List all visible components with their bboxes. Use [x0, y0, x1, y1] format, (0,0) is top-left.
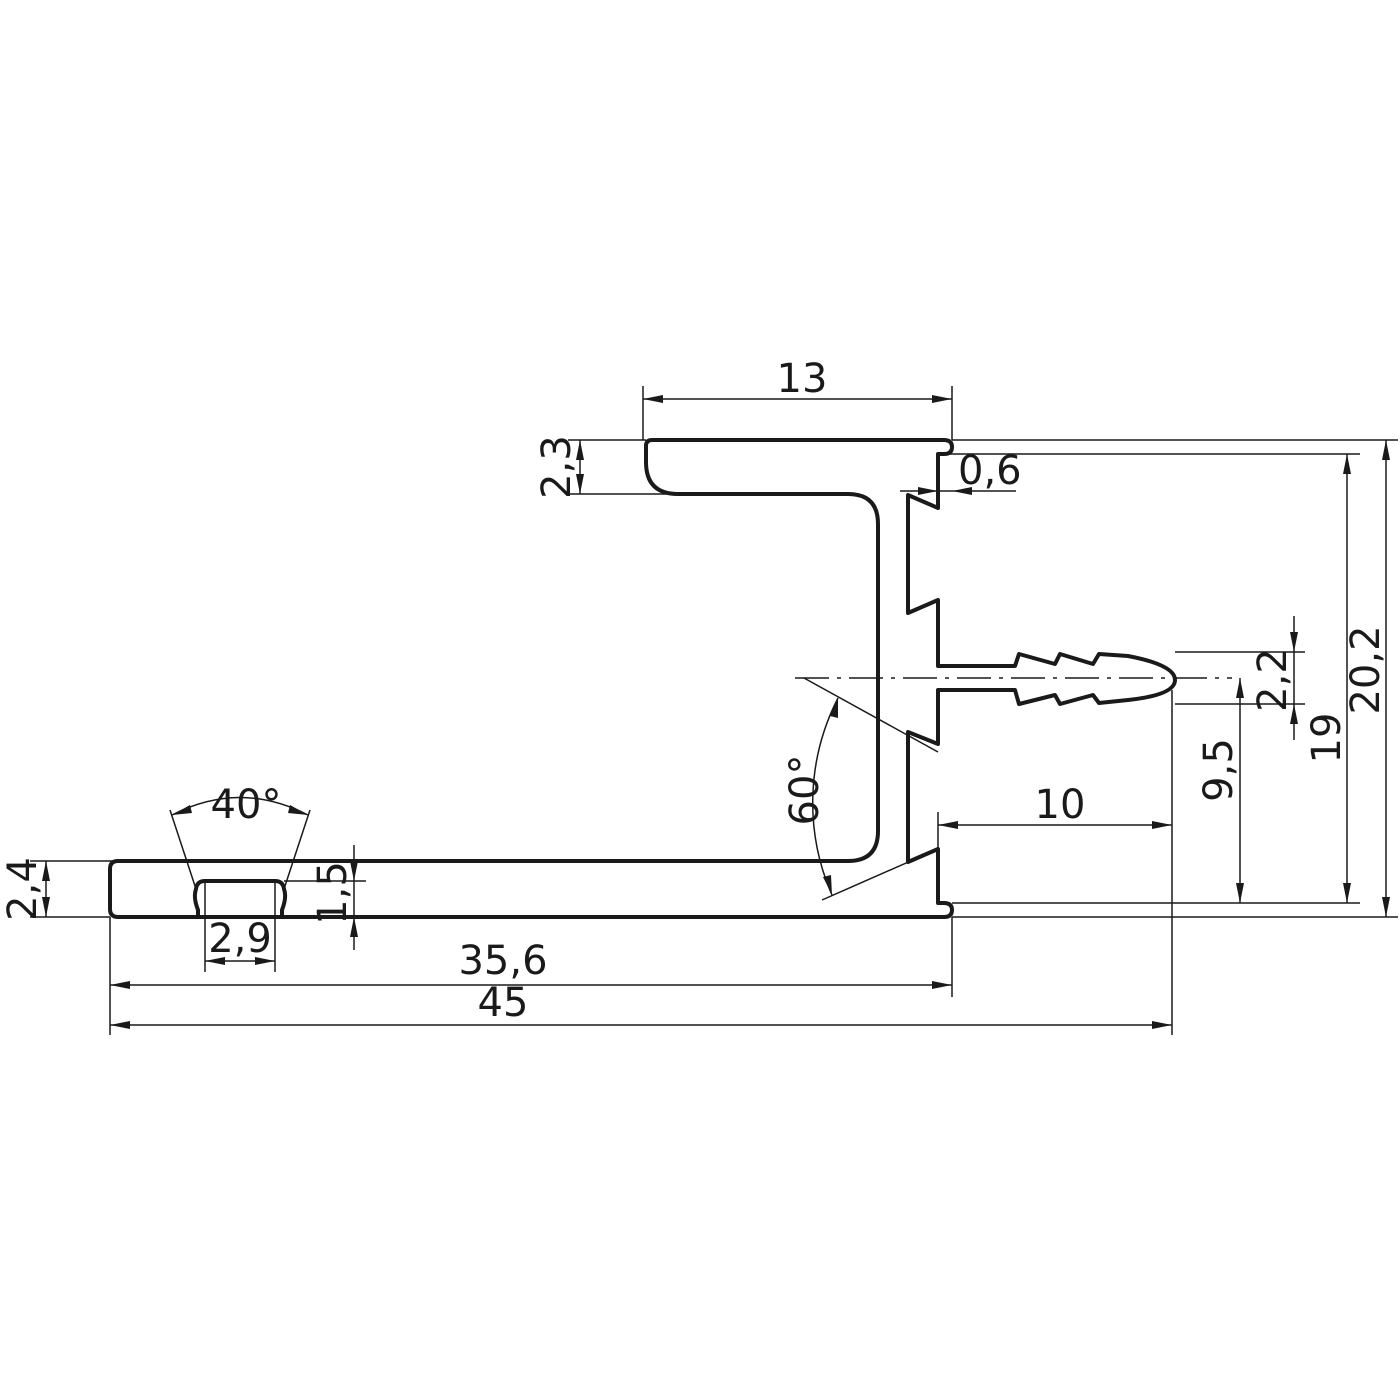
dim-barb-length: 10 — [1035, 782, 1086, 828]
dim-total-height: 20,2 — [1343, 625, 1389, 714]
dim-base-thickness: 2,4 — [0, 857, 46, 921]
dimension-arrows — [42, 395, 1390, 1029]
dovetail-groove — [192, 879, 288, 919]
dim-tooth-depth: 0,6 — [958, 448, 1022, 494]
dim-barb-center-height: 9,5 — [1196, 738, 1242, 802]
dim-groove-depth: 1,5 — [310, 861, 356, 925]
dim-inner-height: 19 — [1304, 713, 1350, 764]
dim-overall-width: 45 — [478, 980, 529, 1026]
dim-barb-thickness: 2,2 — [1250, 648, 1296, 712]
dim-groove-angle: 40° — [211, 782, 282, 828]
dimension-lines — [30, 386, 1398, 1035]
dim-groove-width: 2,9 — [208, 916, 272, 962]
aluminium-profile-section — [108, 438, 1177, 919]
dim-barb-angle: 60° — [782, 755, 828, 826]
dim-base-to-web: 35,6 — [458, 938, 547, 984]
dim-top-flange-width: 13 — [777, 356, 828, 402]
dimension-labels: 13 2,3 0,6 20,2 19 2,2 9,5 10 60° 40° 2,… — [0, 356, 1389, 1026]
profile-outline — [108, 438, 1177, 919]
dim-top-flange-thickness: 2,3 — [534, 435, 580, 499]
